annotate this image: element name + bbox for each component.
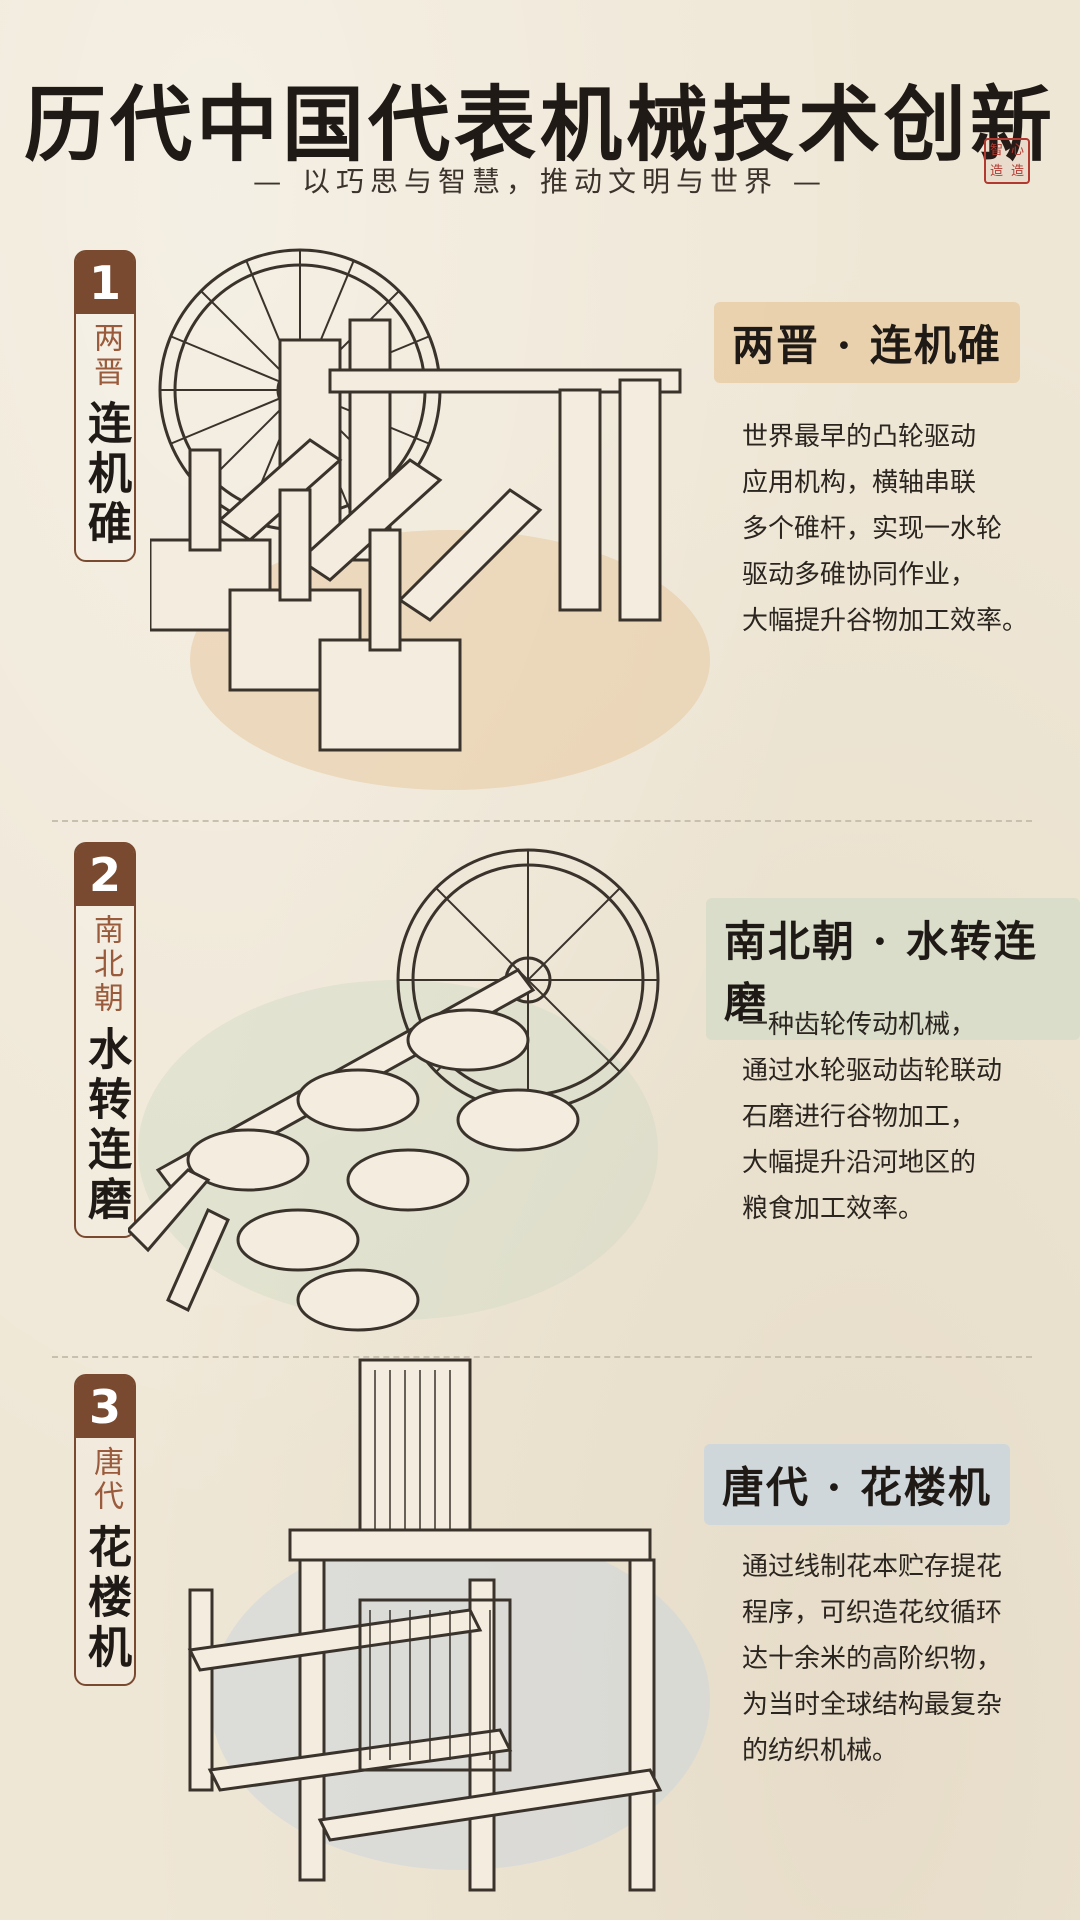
heading-text: 唐代 · 花楼机 [722, 1463, 992, 1512]
heading-highlight [714, 302, 1020, 383]
desc-line: 驱动多碓协同作业， [742, 560, 977, 590]
desc-line: 的纺织机械。 [742, 1736, 899, 1766]
section-divider [52, 820, 1032, 822]
desc-line: 大幅提升谷物加工效率。 [742, 606, 1029, 636]
heading-highlight [706, 898, 1080, 1040]
heading-highlight [704, 1444, 1010, 1525]
section-name-vertical: 连机碓 [80, 400, 131, 550]
section-era-vertical: 南北朝 [88, 914, 123, 1016]
section-description-1: 世界最早的凸轮驱动 应用机构，横轴串联 多个碓杆，实现一水轮 驱动多碓协同作业，… [742, 414, 1028, 644]
desc-line: 程序，可织造花纹循环 [742, 1598, 1003, 1628]
desc-line: 为当时全球结构最复杂 [742, 1690, 1003, 1720]
section-name-vertical: 花楼机 [80, 1524, 131, 1674]
loom-illustration [187, 1358, 710, 1892]
heading-text: 两晋 · 连机碓 [732, 321, 1002, 370]
desc-line: 大幅提升沿河地区的 [742, 1148, 977, 1178]
section-name: 花楼机 [76, 1524, 134, 1684]
section-number: 1 [76, 252, 134, 314]
section-tag-1: 1 两晋 连机碓 [74, 250, 136, 562]
section-description-2: 一种齿轮传动机械， 通过水轮驱动齿轮联动 石磨进行谷物加工， 大幅提升沿河地区的… [742, 1002, 1002, 1232]
section-era: 南北朝 [76, 914, 134, 1016]
page-title: 历代中国代表机械技术创新 [23, 77, 1056, 173]
section-heading-1: 两晋 · 连机碓 [714, 302, 1020, 383]
seal-char: 造 [989, 164, 1003, 179]
desc-line: 通过水轮驱动齿轮联动 [742, 1056, 1003, 1086]
section-name-vertical: 水转连磨 [80, 1026, 131, 1226]
section-name: 水转连磨 [76, 1026, 134, 1236]
section-era: 唐代 [76, 1446, 134, 1514]
section-divider [52, 1356, 1032, 1358]
section-name: 连机碓 [76, 400, 134, 560]
section-number: 3 [76, 1376, 134, 1438]
section-era-vertical: 两晋 [88, 322, 123, 390]
desc-line: 达十余米的高阶织物， [742, 1644, 1003, 1674]
desc-line: 石磨进行谷物加工， [742, 1102, 977, 1132]
desc-line: 通过线制花本贮存提花 [742, 1552, 1003, 1582]
water-wheel-illustration [150, 248, 710, 790]
section-heading-2: 南北朝 · 水转连磨 [706, 898, 1080, 1040]
heading-text: 南北朝 · 水转连磨 [724, 917, 1038, 1027]
gear-mill-illustration [128, 848, 660, 1332]
section-tag-2: 2 南北朝 水转连磨 [74, 842, 136, 1238]
desc-line: 多个碓杆，实现一水轮 [742, 514, 1003, 544]
seal-char: 心 [1010, 143, 1024, 158]
section-tag-3: 3 唐代 花楼机 [74, 1374, 136, 1686]
section-description-3: 通过线制花本贮存提花 程序，可织造花纹循环 达十余米的高阶织物， 为当时全球结构… [742, 1544, 1002, 1774]
section-number: 2 [76, 844, 134, 906]
seal-char: 智 [989, 143, 1003, 158]
section-heading-3: 唐代 · 花楼机 [704, 1444, 1010, 1525]
section-era-vertical: 唐代 [88, 1446, 123, 1514]
seal-char: 造 [1010, 164, 1024, 179]
desc-line: 应用机构，横轴串联 [742, 468, 977, 498]
page-subtitle: — 以巧思与智慧，推动文明与世界 — [253, 165, 827, 198]
seal-stamp: 智 心 造 造 [984, 138, 1030, 184]
desc-line: 世界最早的凸轮驱动 [742, 422, 977, 452]
desc-line: 一种齿轮传动机械， [742, 1010, 977, 1040]
desc-line: 粮食加工效率。 [742, 1194, 925, 1224]
section-era: 两晋 [76, 322, 134, 390]
